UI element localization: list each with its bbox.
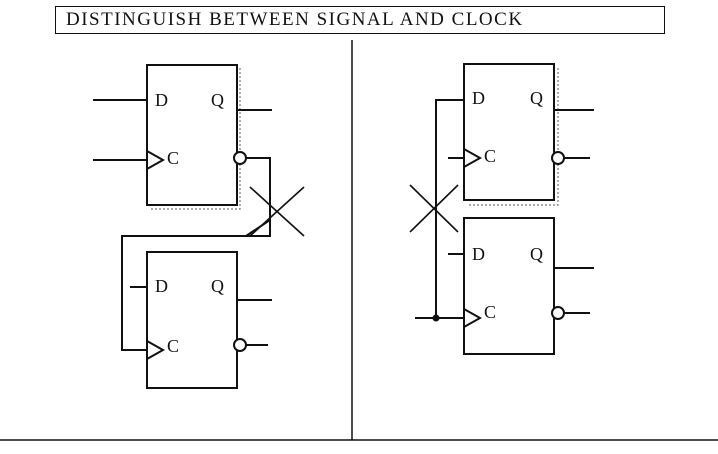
q-bar-bubble-icon bbox=[233, 151, 247, 165]
cross-mark-icon bbox=[409, 184, 459, 233]
shared-data-wire bbox=[435, 99, 464, 318]
junction-dot-icon bbox=[432, 314, 440, 322]
right-bottom-flipflop: D Q C bbox=[415, 217, 594, 355]
flipflop-body bbox=[146, 251, 238, 389]
left-top-flipflop: D Q C bbox=[93, 64, 272, 210]
flipflop-body bbox=[463, 217, 555, 355]
cross-mark-icon bbox=[249, 186, 305, 237]
c-label: C bbox=[167, 148, 179, 168]
clock-triangle-icon bbox=[146, 340, 166, 360]
q-bar-bubble-icon bbox=[551, 306, 565, 320]
q-label: Q bbox=[211, 276, 224, 296]
q-label: Q bbox=[530, 244, 543, 264]
c-label: C bbox=[167, 336, 179, 356]
q-label: Q bbox=[530, 88, 543, 108]
shadow-edge bbox=[467, 68, 559, 206]
right-panel: D Q C D Q C bbox=[409, 63, 594, 355]
d-label: D bbox=[472, 88, 485, 108]
d-label: D bbox=[155, 90, 168, 110]
flipflop-body bbox=[463, 63, 555, 201]
c-label: C bbox=[484, 302, 496, 322]
clock-triangle-icon bbox=[146, 150, 166, 170]
diagram-title: DISTINGUISH BETWEEN SIGNAL AND CLOCK bbox=[55, 6, 665, 34]
forbidden-clock-wedge bbox=[245, 218, 271, 237]
clock-triangle-icon bbox=[463, 308, 483, 328]
shadow-edge bbox=[150, 68, 241, 210]
c-label: C bbox=[484, 146, 496, 166]
q-bar-bubble-icon bbox=[233, 338, 247, 352]
left-bottom-flipflop: D Q C bbox=[130, 251, 272, 389]
d-label: D bbox=[472, 244, 485, 264]
q-label: Q bbox=[211, 90, 224, 110]
q-bar-bubble-icon bbox=[551, 151, 565, 165]
left-panel: D Q C D Q C bbox=[93, 64, 305, 389]
right-top-flipflop: D Q C bbox=[448, 63, 594, 206]
clock-triangle-icon bbox=[463, 148, 483, 168]
d-label: D bbox=[155, 276, 168, 296]
flipflop-body bbox=[146, 64, 238, 206]
qbar-to-clock-wire bbox=[121, 157, 271, 351]
